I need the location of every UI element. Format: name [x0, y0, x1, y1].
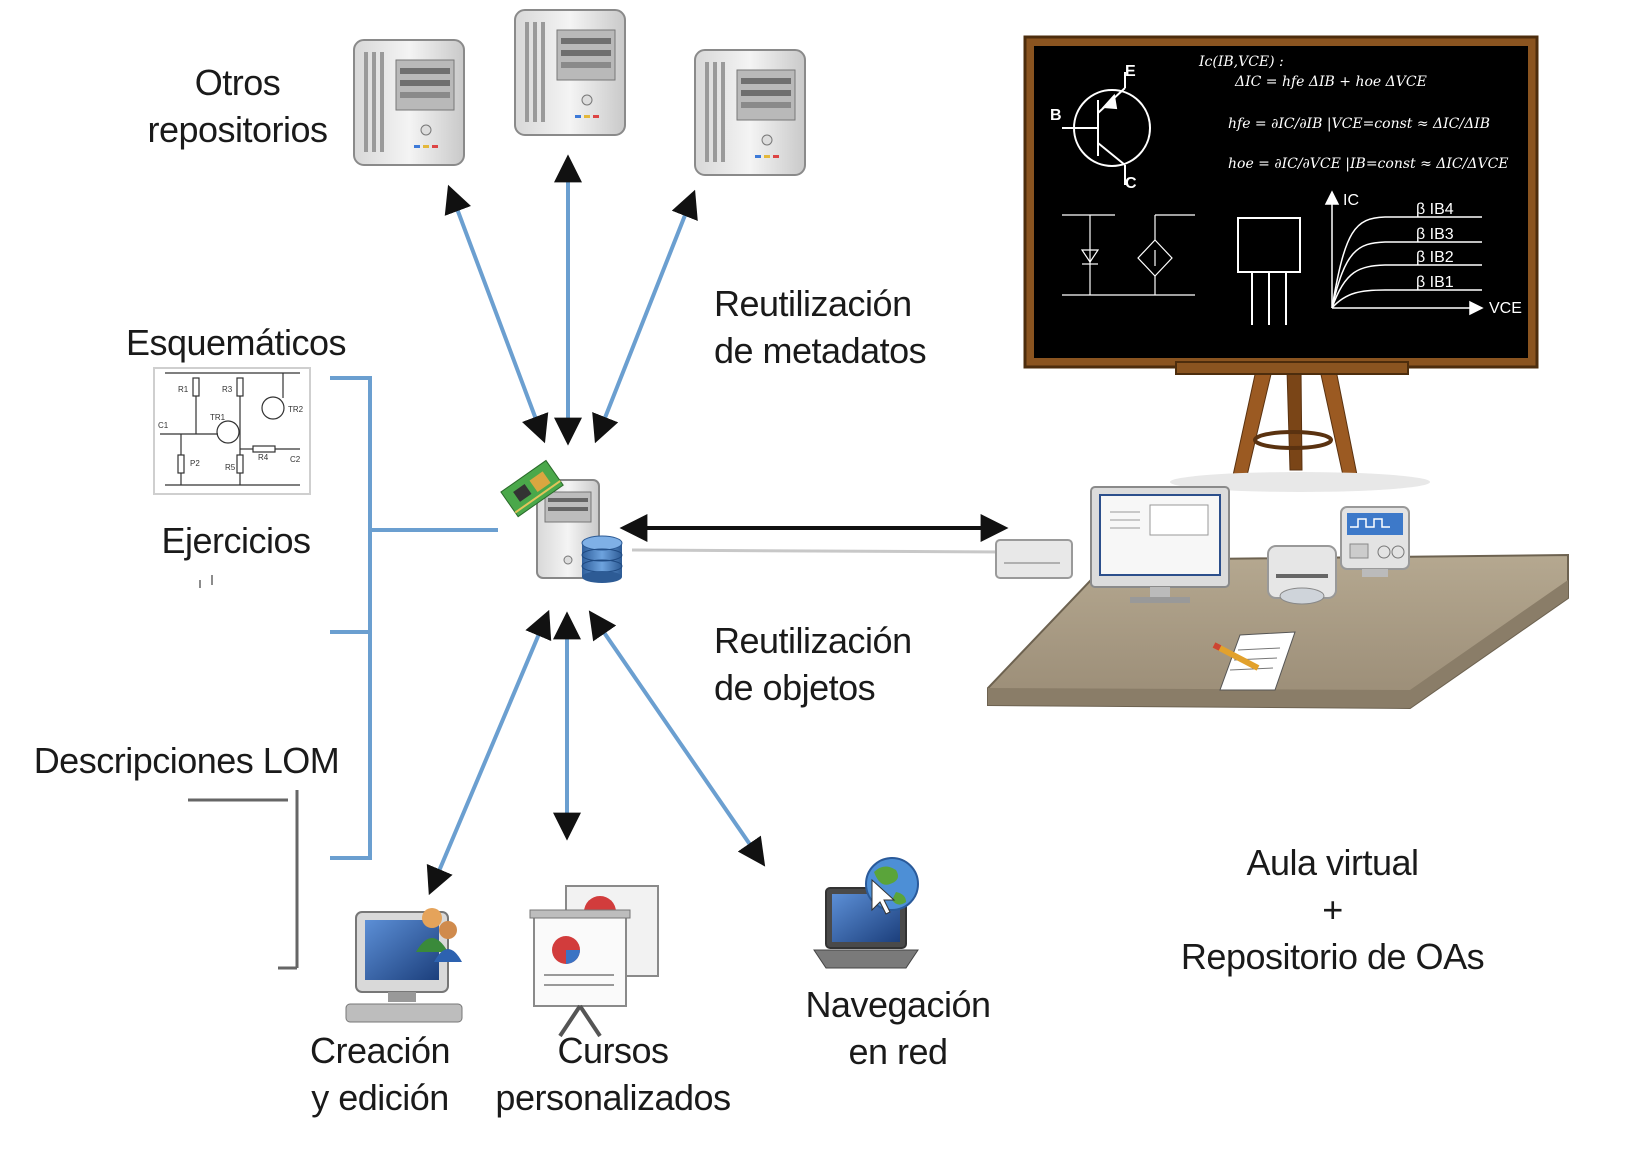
virtual-classroom-label: Aula virtual + Repositorio de OAs	[1160, 840, 1505, 980]
object-arrows	[426, 609, 766, 896]
exercises-label: Ejercicios	[161, 520, 311, 561]
schematic-label: TR2	[288, 405, 304, 414]
label-line: Reutilización	[714, 283, 912, 324]
schematic-label: R5	[225, 463, 236, 472]
circuit-board-icon	[500, 459, 564, 518]
label-line: de objetos	[714, 666, 876, 708]
schematic-label: R1	[178, 385, 189, 394]
schematic-label: TR1	[210, 413, 226, 422]
curve-label: β IB2	[1416, 249, 1454, 266]
schematic-label: R4	[258, 453, 269, 462]
formula-line: hfe = ∂IC/∂IB |VCE=const ≈ ΔIC/ΔIB	[1228, 116, 1490, 132]
axis-label: IC	[1343, 192, 1359, 209]
document-fragments	[188, 575, 299, 970]
server-icon-right	[694, 49, 806, 176]
schematics-label: Esquemáticos	[125, 322, 347, 363]
formula-line: Ic(IB,VCE) :	[1198, 54, 1284, 70]
monitor-icon	[1090, 486, 1230, 603]
blackboard: E B C Ic(IB,VCE) : ΔIC = hfe ΔIB + hoe Δ…	[1023, 35, 1539, 492]
curve-label: β IB4	[1416, 201, 1454, 218]
metadata-arrows	[444, 154, 698, 446]
pin-label: C	[1125, 175, 1137, 192]
cd-drive-icon	[1267, 545, 1337, 605]
pin-label: B	[1050, 107, 1062, 124]
label-line: Reutilización	[714, 620, 912, 661]
other-repositories-label: Otros repositorios	[140, 60, 335, 154]
laptop-globe-icon	[813, 857, 919, 969]
formula-line: ΔIC = hfe ΔIB + hoe ΔVCE	[1234, 74, 1427, 90]
server-icon-center	[514, 9, 626, 136]
curve-label: β IB3	[1416, 226, 1454, 243]
custom-courses-label: Cursos personalizados	[493, 1028, 733, 1122]
web-navigation-label: Navegación en red	[798, 982, 998, 1076]
server-icon-left	[353, 39, 465, 166]
easel-legs	[1170, 369, 1430, 492]
creation-editing-label: Creación y edición	[300, 1028, 460, 1122]
paper-pencil-icon	[1212, 631, 1296, 691]
curve-label: β IB1	[1416, 274, 1454, 291]
label-line: y edición	[311, 1076, 449, 1118]
schematic-label: C2	[290, 455, 301, 464]
label-line: Navegación	[805, 984, 991, 1025]
schematic-image: R1 R3 TR1 TR2 C1 P2 R5 R4 C2	[153, 367, 311, 495]
label-line: Repositorio de OAs	[1180, 935, 1485, 977]
schematic-label: R3	[222, 385, 233, 394]
formula-line: hoe = ∂IC/∂VCE |IB=const ≈ ΔIC/ΔVCE	[1228, 156, 1509, 172]
pin-label: E	[1125, 63, 1136, 80]
object-reuse-label: Reutilización de objetos	[714, 618, 912, 712]
metadata-reuse-label: Reutilización de metadatos	[714, 281, 927, 375]
oscilloscope-icon	[1340, 506, 1410, 577]
presentation-board-icon	[529, 885, 659, 1038]
workstation-users-icon	[345, 908, 463, 1023]
axis-label: VCE	[1489, 300, 1522, 317]
label-line: Creación	[309, 1030, 451, 1071]
left-bracket	[330, 376, 498, 860]
device-box-icon	[995, 539, 1073, 579]
lab-table	[987, 486, 1569, 710]
label-line: +	[1322, 888, 1343, 930]
label-line: Cursos	[557, 1030, 669, 1071]
label-line: Aula virtual	[1246, 842, 1419, 883]
label-line: Otros	[194, 62, 281, 103]
lom-descriptions-label: Descripciones LOM	[33, 740, 340, 781]
schematic-label: C1	[158, 421, 169, 430]
label-line: en red	[848, 1030, 948, 1072]
label-line: personalizados	[495, 1076, 731, 1118]
label-line: de metadatos	[714, 329, 927, 371]
database-icon	[581, 535, 623, 583]
label-line: repositorios	[147, 108, 328, 150]
schematic-label: P2	[190, 459, 200, 468]
central-repository-icon	[500, 459, 623, 583]
